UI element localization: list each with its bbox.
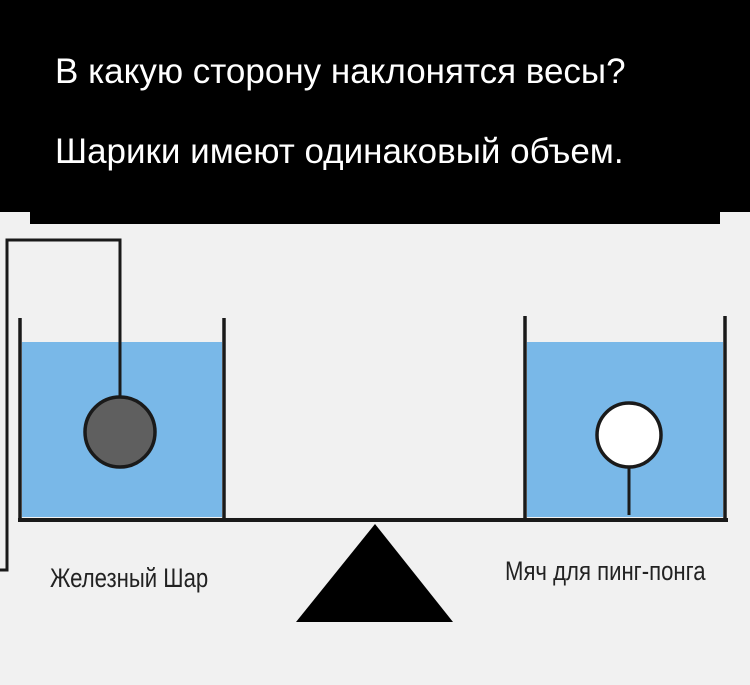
iron-ball	[83, 395, 157, 469]
iron-ball-label: Железный Шар	[50, 563, 209, 593]
question-line-1: В какую сторону наклонятся весы?	[55, 52, 626, 91]
ball-stand	[0, 238, 122, 572]
question-banner: В какую сторону наклонятся весы? Шарики …	[0, 0, 750, 212]
ping-pong-ball	[595, 401, 663, 469]
fulcrum-triangle	[296, 524, 453, 622]
ping-pong-ball-label: Мяч для пинг-понга	[505, 556, 706, 586]
question-line-2: Шарики имеют одинаковый объем.	[55, 132, 624, 171]
banner-bottom-edge	[30, 212, 720, 224]
